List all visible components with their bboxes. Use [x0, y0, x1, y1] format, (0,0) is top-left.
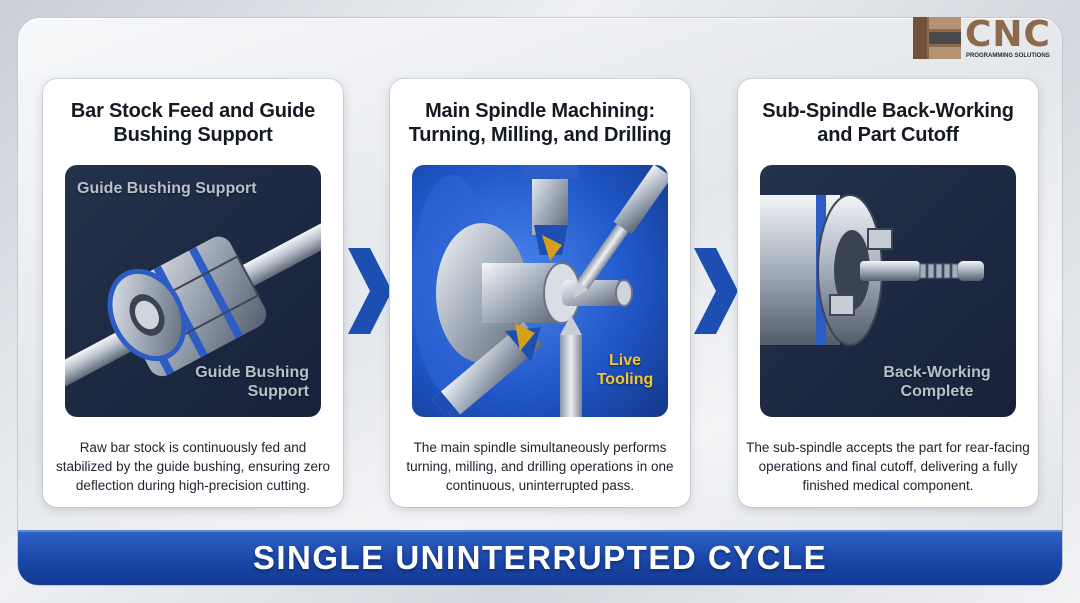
step-title: Bar Stock Feed and Guide Bushing Support: [70, 100, 316, 146]
sub-spindle-illustration: Back-Working Complete: [760, 165, 1016, 417]
banner-text: SINGLE UNINTERRUPTED CYCLE: [252, 539, 828, 576]
step-card-sub-spindle: Sub-Spindle Back-Working and Part Cutoff: [738, 79, 1038, 507]
step-card-main-spindle: Main Spindle Machining: Turning, Milling…: [390, 79, 690, 507]
logo-subtitle: PROGRAMMING SOLUTIONS: [966, 53, 1050, 59]
step-description: The sub-spindle accepts the part for rea…: [746, 440, 1030, 493]
back-working-label: Back-Working Complete: [883, 364, 991, 400]
step-title: Sub-Spindle Back-Working and Part Cutoff: [762, 100, 1014, 146]
live-tooling-label: Live Tooling: [596, 352, 654, 388]
chevron-right-icon: [348, 248, 392, 334]
guide-bushing-label-bottom: Guide Bushing Support: [195, 364, 309, 400]
cycle-banner: SINGLE UNINTERRUPTED CYCLE: [18, 530, 1062, 585]
step-description: Raw bar stock is continuously fed and st…: [56, 440, 330, 493]
guide-bushing-illustration: Guide Bushing Support Guide Bushing Supp…: [65, 165, 321, 417]
main-spindle-illustration: Live Tooling: [412, 165, 668, 417]
step-card-bar-feed: Bar Stock Feed and Guide Bushing Support: [43, 79, 343, 507]
cnc-logo: CNC PROGRAMMING SOLUTIONS: [913, 14, 1063, 61]
cnc-logo-mark-icon: [913, 17, 961, 59]
chevron-right-icon: [694, 248, 738, 334]
logo-text: CNC: [965, 14, 1051, 55]
guide-bushing-label-top: Guide Bushing Support: [77, 180, 257, 197]
step-title: Main Spindle Machining: Turning, Milling…: [408, 100, 672, 146]
step-description: The main spindle simultaneously performs…: [406, 440, 674, 493]
